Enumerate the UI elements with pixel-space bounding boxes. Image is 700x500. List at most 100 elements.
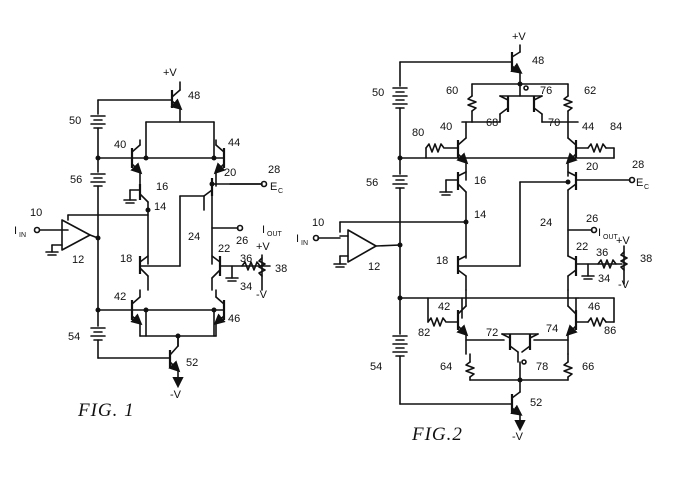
- fig1-label-26: 26: [236, 235, 248, 247]
- fig1-label-22: 22: [218, 243, 230, 255]
- fig2-label-52: 52: [530, 397, 542, 409]
- fig1-battery-56: [90, 157, 106, 239]
- fig2-label-24: 24: [540, 217, 552, 229]
- fig2-label-44: 44: [582, 121, 594, 133]
- fig1-vminus-label: -V: [170, 389, 182, 401]
- fig2-transistor-18: [456, 181, 521, 291]
- fig2-label-86: 86: [604, 325, 616, 337]
- fig2-label-22: 22: [576, 241, 588, 253]
- fig2-opamp-12: [333, 229, 401, 268]
- fig1-transistor-40: [130, 139, 143, 191]
- fig2-label-42: 42: [438, 301, 450, 313]
- fig1-label-14: 14: [154, 201, 166, 213]
- fig2-transistor-70: [532, 95, 543, 123]
- fig1-label-44: 44: [228, 137, 240, 149]
- fig2-label-64: 64: [440, 361, 452, 373]
- fig1-vminus2-label: -V: [256, 289, 268, 301]
- fig1-circuit: [33, 81, 271, 389]
- fig2-iout-sub: OUT: [603, 234, 619, 241]
- fig2-labels: +V 48 50 60 76 62 68 70 80 40 44 84 20 2…: [296, 31, 652, 445]
- fig2-label-14: 14: [474, 209, 486, 221]
- fig2-label-34: 34: [598, 273, 610, 285]
- fig1-label-20: 20: [224, 167, 236, 179]
- fig2-label-50: 50: [372, 87, 384, 99]
- fig1-transistor-44: [213, 139, 226, 187]
- fig2-label-48: 48: [532, 55, 544, 67]
- fig1-label-52: 52: [186, 357, 198, 369]
- fig2-transistor-72: [501, 333, 519, 363]
- fig1-ec-label: E: [270, 181, 277, 193]
- fig2-label-56: 56: [366, 177, 378, 189]
- fig1-label-46: 46: [228, 313, 240, 325]
- fig1-label-10: 10: [30, 207, 42, 219]
- fig2-vplus-label: +V: [512, 31, 526, 43]
- fig2-label-16: 16: [474, 175, 486, 187]
- fig2-iin-sub: IN: [301, 240, 308, 247]
- fig2-battery-56: [392, 157, 408, 299]
- fig1-transistor-52: [168, 337, 184, 389]
- fig1-label-28: 28: [268, 164, 280, 176]
- fig2-transistor-52: [510, 379, 526, 432]
- fig2-label-36: 36: [596, 247, 608, 259]
- fig2-transistor-40: [425, 121, 469, 181]
- fig2-caption: FIG.2: [411, 424, 463, 445]
- fig1-vplus-label: +V: [163, 67, 177, 79]
- fig1-battery-50: [90, 99, 106, 159]
- fig1-label-38: 38: [275, 263, 287, 275]
- fig2-transistor-42: [427, 289, 469, 355]
- fig2-iout-label: I: [598, 227, 601, 239]
- fig2-transistor-20: [519, 171, 631, 257]
- fig2-label-72: 72: [486, 327, 498, 339]
- fig2-label-70: 70: [548, 117, 560, 129]
- fig1-ec-sub: C: [278, 188, 283, 195]
- fig1-transistor-18: [138, 195, 205, 291]
- fig1-label-18: 18: [120, 253, 132, 265]
- fig2-input-terminal: [312, 234, 320, 242]
- fig1-transistor-16: [123, 184, 149, 211]
- fig2-label-76: 76: [540, 85, 552, 97]
- fig2-vminus2-label: -V: [618, 279, 630, 291]
- fig1-label-12: 12: [72, 254, 84, 266]
- fig1-label-54: 54: [68, 331, 80, 343]
- fig2-label-54: 54: [370, 361, 382, 373]
- fig2-label-68: 68: [486, 117, 498, 129]
- fig2-label-66: 66: [582, 361, 594, 373]
- fig1-label-24: 24: [188, 231, 200, 243]
- fig2-iin-label: I: [296, 233, 299, 245]
- fig1-label-50: 50: [69, 115, 81, 127]
- fig2-label-28: 28: [632, 159, 644, 171]
- fig1-label-16: 16: [156, 181, 168, 193]
- fig2-label-82: 82: [418, 327, 430, 339]
- fig2-label-20: 20: [586, 161, 598, 173]
- fig1-transistor-48: [97, 81, 183, 123]
- fig2-label-60: 60: [446, 85, 458, 97]
- fig2-ec-sub: C: [644, 184, 649, 191]
- fig2-vminus-label: -V: [512, 431, 524, 443]
- fig1-iin-sub: IN: [19, 232, 26, 239]
- fig2-label-26: 26: [586, 213, 598, 225]
- fig2-label-74: 74: [546, 323, 558, 335]
- fig2-label-62: 62: [584, 85, 596, 97]
- fig1-label-40: 40: [114, 139, 126, 151]
- fig1-iout-label: I: [262, 224, 265, 236]
- fig1-transistor-42: [130, 289, 143, 337]
- fig1-transistor-46: [213, 289, 226, 337]
- fig2-label-40: 40: [440, 121, 452, 133]
- fig1-caption: FIG. 1: [77, 400, 135, 421]
- fig1-label-34: 34: [240, 281, 252, 293]
- fig2-label-84: 84: [610, 121, 622, 133]
- fig1-input-terminal: [33, 226, 41, 234]
- fig1-label-56: 56: [70, 174, 82, 186]
- fig2-battery-54: [392, 297, 513, 405]
- fig1-transistor-22: [211, 254, 271, 291]
- fig1-label-36: 36: [240, 253, 252, 265]
- fig1-iin-label: I: [14, 225, 17, 237]
- fig2-circuit: [312, 44, 636, 432]
- fig1-iout-sub: OUT: [267, 231, 283, 238]
- fig1-vplus2-label: +V: [256, 241, 270, 253]
- fig2-label-10: 10: [312, 217, 324, 229]
- fig2-label-12: 12: [368, 261, 380, 273]
- fig1-battery-54: [90, 309, 171, 359]
